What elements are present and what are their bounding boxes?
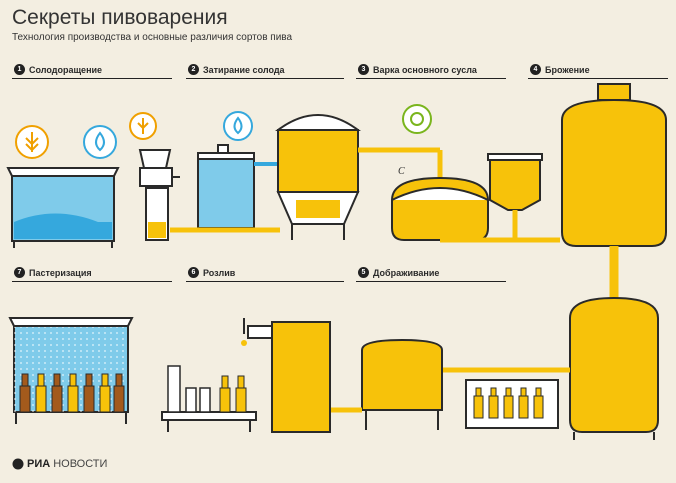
fermentation-tank <box>561 83 667 300</box>
water-drop-icon <box>223 111 253 141</box>
brand-main: РИА <box>27 458 51 470</box>
grain-mill <box>138 149 180 241</box>
step-6-heading: 6 Розлив <box>188 267 235 278</box>
step-number: 3 <box>358 64 369 75</box>
mash-water-tank <box>197 144 280 229</box>
step-4-heading: 4 Брожение <box>530 64 590 75</box>
step-number: 1 <box>14 64 25 75</box>
bottling-line <box>161 365 257 432</box>
step-label: Дображивание <box>373 267 440 278</box>
step-number: 7 <box>14 267 25 278</box>
grain-icon <box>15 125 49 159</box>
step-underline <box>186 78 344 79</box>
step-underline <box>12 281 172 282</box>
step-2-heading: 2 Затирание солода <box>188 64 285 75</box>
step-label: Розлив <box>203 267 236 278</box>
brand-thin: НОВОСТИ <box>53 458 108 470</box>
temperature-label: С <box>398 166 405 177</box>
step-label: Затирание солода <box>203 64 285 75</box>
step-underline <box>528 78 668 79</box>
step-label: Варка основного сусла <box>373 64 477 75</box>
globe-icon <box>12 458 24 470</box>
step-number: 5 <box>358 267 369 278</box>
step-label: Солодоращение <box>29 64 103 75</box>
yeast-vessel <box>487 153 543 240</box>
bright-beer-tank <box>361 338 443 430</box>
grain-icon <box>129 112 157 140</box>
malting-tank <box>6 167 120 248</box>
step-number: 4 <box>530 64 541 75</box>
page-subtitle: Технология производства и основные разли… <box>12 32 293 43</box>
step-label: Брожение <box>545 64 590 75</box>
step-underline <box>356 281 506 282</box>
mash-kettle <box>274 114 362 240</box>
step-underline <box>186 281 344 282</box>
step-7-heading: 7 Пастеризация <box>14 267 92 278</box>
hops-icon <box>402 104 432 134</box>
step-label: Пастеризация <box>29 267 92 278</box>
step-1-heading: 1 Солодоращение <box>14 64 102 75</box>
water-drop-icon <box>83 125 117 159</box>
filling-tank <box>241 318 331 433</box>
step-5-heading: 5 Дображивание <box>358 267 439 278</box>
step-number: 2 <box>188 64 199 75</box>
step-number: 6 <box>188 267 199 278</box>
step-3-heading: 3 Варка основного сусла <box>358 64 477 75</box>
wort-kettle <box>391 176 489 241</box>
bottle-crate <box>465 379 559 429</box>
maturation-tank <box>569 296 659 440</box>
step-underline <box>12 78 172 79</box>
page-title: Секреты пивоварения <box>12 6 228 29</box>
bottles <box>19 373 125 413</box>
step-underline <box>356 78 506 79</box>
